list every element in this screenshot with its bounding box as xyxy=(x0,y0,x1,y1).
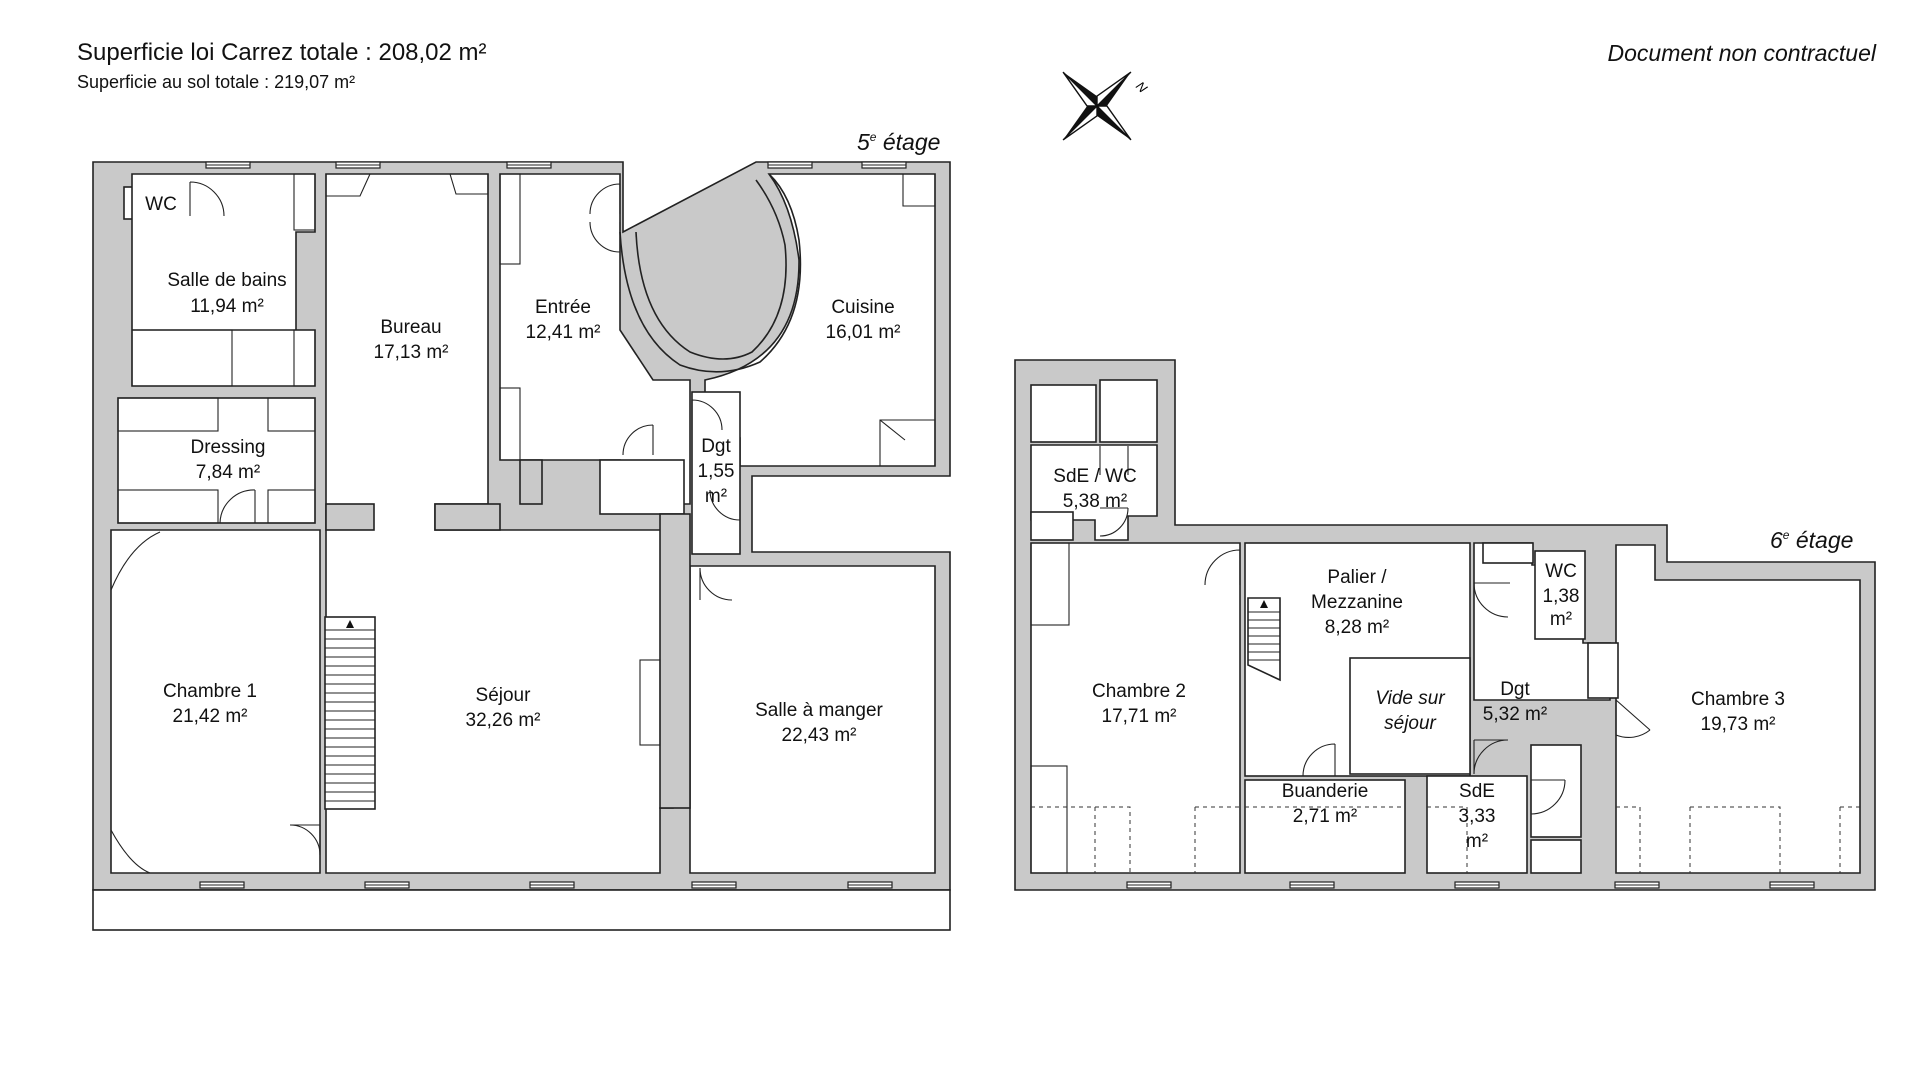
room-label-cuisine: Cuisine xyxy=(831,297,894,318)
room-area-sejour: 32,26 m² xyxy=(466,710,541,731)
compass-north-label: N xyxy=(1133,78,1151,96)
room-area-dgt-5: 1,55 xyxy=(698,461,735,482)
room-area-buanderie: 2,71 m² xyxy=(1293,806,1357,827)
room-label-buanderie: Buanderie xyxy=(1282,781,1369,802)
room-dressing xyxy=(117,397,316,524)
room-sde-6 xyxy=(1426,775,1528,874)
room-wc-6 xyxy=(1534,550,1586,640)
room-area-sde-wc-6: 5,38 m² xyxy=(1063,491,1127,512)
room-label-entree: Entrée xyxy=(535,297,591,318)
room-area-bureau: 17,13 m² xyxy=(374,342,449,363)
room-chambre-2 xyxy=(1030,542,1241,874)
room-area-cuisine: 16,01 m² xyxy=(826,322,901,343)
room-area-unit-dgt-5: m² xyxy=(705,486,727,507)
room-label-vide-2: séjour xyxy=(1384,713,1436,734)
room-label-palier-2: Mezzanine xyxy=(1311,592,1403,613)
room-label-chambre-3: Chambre 3 xyxy=(1691,689,1785,710)
balcony xyxy=(92,889,951,931)
room-label-wc-5: WC xyxy=(145,194,177,215)
room-area-salle-a-manger: 22,43 m² xyxy=(782,725,857,746)
room-label-dgt-5: Dgt xyxy=(701,436,731,457)
room-label-salle-de-bains: Salle de bains xyxy=(167,270,286,291)
room-area-entree: 12,41 m² xyxy=(526,322,601,343)
room-buanderie xyxy=(1244,779,1406,874)
room-area-wc-6: 1,38 xyxy=(1543,586,1580,607)
floor-5-label: 5e étage xyxy=(857,129,940,155)
room-label-chambre-1: Chambre 1 xyxy=(163,681,257,702)
room-label-vide-1: Vide sur xyxy=(1375,688,1445,709)
room-area-chambre-1: 21,42 m² xyxy=(173,706,248,727)
room-label-sde-wc-6: SdE / WC xyxy=(1053,466,1136,487)
floor-6-plan xyxy=(1014,359,1876,891)
room-label-dressing: Dressing xyxy=(191,437,266,458)
room-label-sde-6: SdE xyxy=(1459,781,1495,802)
staircase-6 xyxy=(1247,597,1281,682)
floor-5-plan xyxy=(92,161,951,931)
room-area-dgt-6: 5,32 m² xyxy=(1483,704,1547,725)
room-area-salle-de-bains: 11,94 m² xyxy=(190,296,264,317)
room-area-unit-sde-6: m² xyxy=(1466,831,1488,852)
room-area-chambre-2: 17,71 m² xyxy=(1102,706,1177,727)
room-label-dgt-6: Dgt xyxy=(1500,679,1530,700)
room-area-unit-wc-6: m² xyxy=(1550,609,1572,630)
room-label-sejour: Séjour xyxy=(476,685,532,706)
room-dgt-5 xyxy=(691,391,741,555)
room-vide-sur-sejour xyxy=(1349,657,1471,775)
room-area-palier: 8,28 m² xyxy=(1325,617,1389,638)
disclaimer: Document non contractuel xyxy=(1607,40,1877,66)
room-label-salle-a-manger: Salle à manger xyxy=(755,700,883,721)
room-label-palier-1: Palier / xyxy=(1327,567,1387,588)
room-area-sde-6: 3,33 xyxy=(1459,806,1496,827)
room-label-chambre-2: Chambre 2 xyxy=(1092,681,1186,702)
room-chambre-1 xyxy=(110,529,321,874)
total-floor-area: Superficie au sol totale : 219,07 m² xyxy=(77,72,356,92)
room-area-chambre-3: 19,73 m² xyxy=(1701,714,1776,735)
compass-rose-icon xyxy=(1062,71,1132,141)
staircase-5 xyxy=(324,616,376,810)
total-carrez-area: Superficie loi Carrez totale : 208,02 m² xyxy=(77,39,487,66)
room-placard xyxy=(599,459,685,515)
room-label-wc-6: WC xyxy=(1545,561,1577,582)
room-chambre-3 xyxy=(1615,544,1861,874)
room-area-dressing: 7,84 m² xyxy=(196,462,260,483)
room-label-bureau: Bureau xyxy=(380,317,441,338)
floor-6-label: 6e étage xyxy=(1770,527,1853,553)
